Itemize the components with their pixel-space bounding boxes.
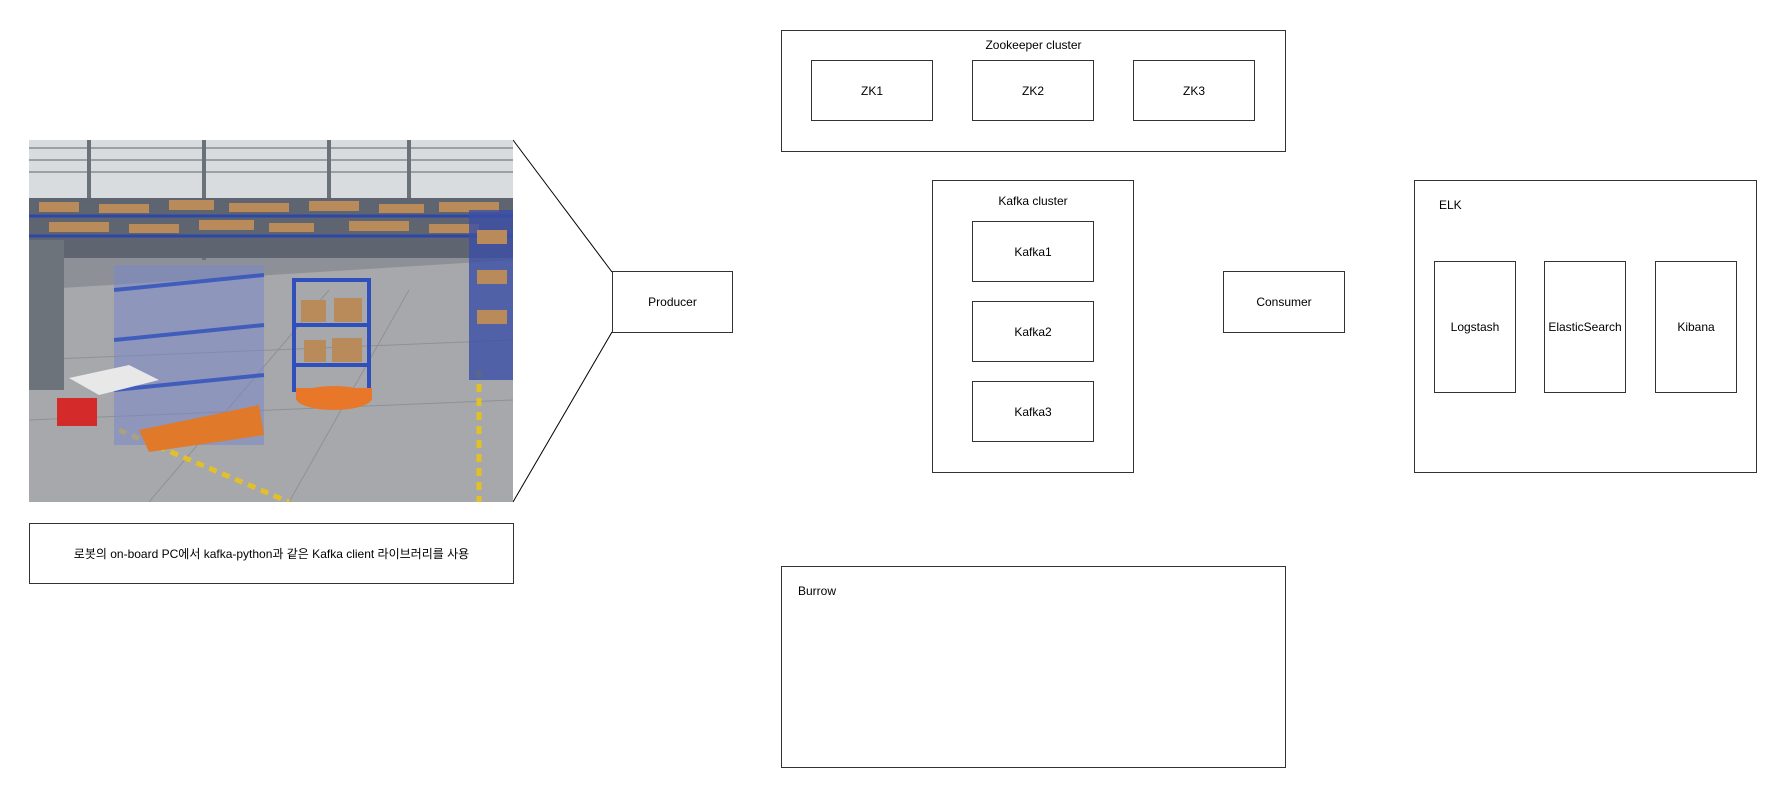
- zk-node-label: ZK3: [1182, 83, 1205, 98]
- zk-node-label: ZK2: [1021, 83, 1044, 98]
- consumer-node: Consumer: [1223, 271, 1345, 333]
- burrow-title: Burrow: [798, 584, 837, 598]
- elk-cluster-title: ELK: [1439, 198, 1462, 212]
- connector-top: [512, 139, 613, 273]
- elk-node-label: Logstash: [1450, 320, 1500, 334]
- zk-node-label: ZK1: [860, 83, 883, 98]
- elk-node: ElasticSearch: [1544, 261, 1626, 393]
- kafka-node: Kafka1: [972, 221, 1094, 282]
- kafka-node-label: Kafka2: [1014, 324, 1052, 339]
- burrow-box: Burrow: [781, 566, 1286, 768]
- caption-box: 로봇의 on-board PC에서 kafka-python과 같은 Kafka…: [29, 523, 514, 584]
- kafka-node-label: Kafka1: [1014, 244, 1052, 259]
- kafka-node: Kafka2: [972, 301, 1094, 362]
- kafka-cluster-title: Kafka cluster: [998, 194, 1068, 208]
- caption-text: 로봇의 on-board PC에서 kafka-python과 같은 Kafka…: [73, 547, 470, 561]
- elk-node: Kibana: [1655, 261, 1737, 393]
- elk-node: Logstash: [1434, 261, 1516, 393]
- kafka-node-label: Kafka3: [1014, 404, 1052, 419]
- kafka-node: Kafka3: [972, 381, 1094, 442]
- zookeeper-cluster-title: Zookeeper cluster: [985, 38, 1082, 52]
- producer-node: Producer: [612, 271, 733, 333]
- consumer-label: Consumer: [1256, 295, 1312, 309]
- connector-bottom: [512, 331, 613, 503]
- zk-node: ZK1: [811, 60, 933, 121]
- zk-node: ZK3: [1133, 60, 1255, 121]
- elk-node-label: ElasticSearch: [1548, 320, 1622, 334]
- elk-node-label: Kibana: [1677, 320, 1715, 334]
- zk-node: ZK2: [972, 60, 1094, 121]
- warehouse-robot-photo: [29, 140, 513, 502]
- producer-label: Producer: [648, 295, 697, 309]
